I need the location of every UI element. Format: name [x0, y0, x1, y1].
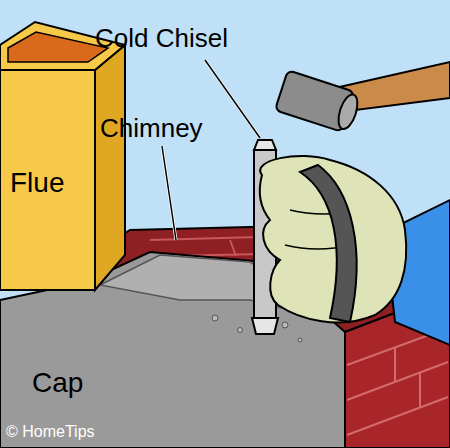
- glove: [260, 156, 407, 322]
- mortar-chips: [212, 315, 302, 342]
- wrist-band: [300, 165, 357, 322]
- flue-front: [0, 70, 95, 290]
- flue-opening: [8, 32, 108, 62]
- leader-line: [205, 60, 260, 138]
- front-brick-joints: [347, 328, 448, 435]
- part-label: Cap: [32, 368, 83, 399]
- watermark: © HomeTips: [6, 423, 95, 441]
- part-label: Cold Chisel: [95, 24, 228, 53]
- flue-side: [95, 45, 125, 290]
- part-label: Chimney: [100, 114, 203, 143]
- hammer-head: [275, 70, 362, 134]
- chisel-top: [254, 140, 276, 150]
- leader-line: [162, 146, 176, 240]
- part-label: Flue: [10, 168, 64, 199]
- chisel-tip: [252, 318, 278, 334]
- leader-line: [205, 60, 260, 138]
- leader-line: [162, 146, 176, 240]
